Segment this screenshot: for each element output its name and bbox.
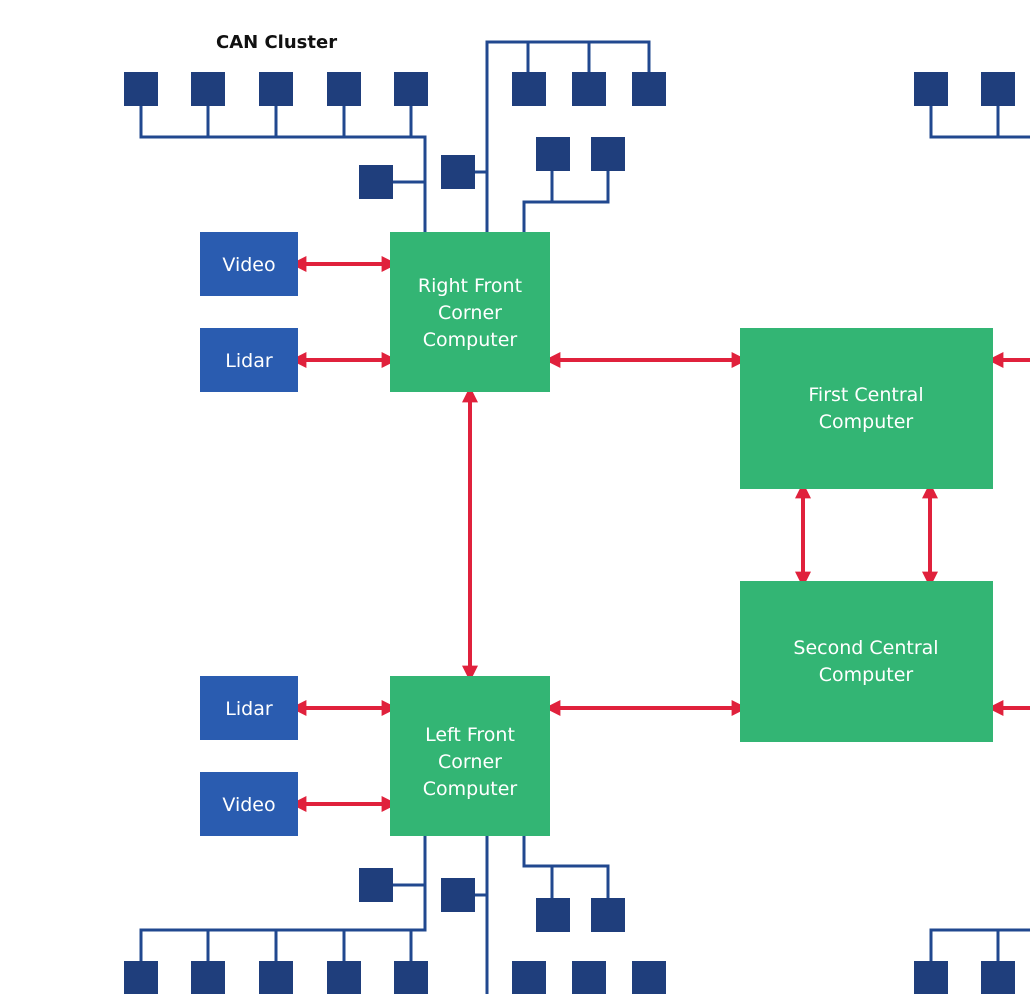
computer-label-line: Computer	[423, 778, 518, 800]
can-node	[124, 72, 158, 106]
computer-label-line: Computer	[423, 329, 518, 351]
can-node	[632, 72, 666, 106]
can-node	[327, 961, 361, 994]
can-node	[914, 961, 948, 994]
can-node	[512, 72, 546, 106]
can-node	[572, 961, 606, 994]
can-node	[981, 72, 1015, 106]
can-node	[394, 961, 428, 994]
can-cluster-label: CAN Cluster	[216, 32, 337, 53]
left-front-corner-computer: Left Front Corner Computer	[390, 676, 550, 836]
computer-label-line: First Central	[808, 384, 923, 406]
can-bus-top-middle	[441, 40, 666, 234]
sensor-lidar-bottom: Lidar	[200, 676, 298, 740]
can-node	[591, 137, 625, 171]
data-links	[290, 256, 1030, 812]
can-node	[394, 72, 428, 106]
computer-label-line: Computer	[819, 664, 914, 686]
can-node	[359, 868, 393, 902]
can-node	[914, 72, 948, 106]
computer-label-line: Right Front	[418, 275, 522, 297]
can-bus-top-left	[124, 72, 428, 234]
can-bus-top-right	[914, 72, 1030, 139]
sensor-label: Video	[222, 254, 275, 276]
can-node	[536, 898, 570, 932]
can-bus-top-inner	[522, 137, 625, 234]
sensor-label: Lidar	[225, 350, 273, 372]
computer-label-line: Computer	[819, 411, 914, 433]
computer-label-line: Corner	[438, 302, 502, 324]
can-node	[359, 165, 393, 199]
can-node	[632, 961, 666, 994]
can-node	[327, 72, 361, 106]
can-bus-bottom-middle	[441, 833, 666, 994]
sensor-label: Video	[222, 794, 275, 816]
second-central-computer: Second Central Computer	[740, 581, 993, 742]
can-node	[191, 961, 225, 994]
sensor-label: Lidar	[225, 698, 273, 720]
can-node	[124, 961, 158, 994]
can-node	[572, 72, 606, 106]
can-node	[259, 961, 293, 994]
can-node	[441, 878, 475, 912]
can-node	[981, 961, 1015, 994]
sensor-video-bottom: Video	[200, 772, 298, 836]
sensor-lidar-top: Lidar	[200, 328, 298, 392]
right-front-corner-computer: Right Front Corner Computer	[390, 232, 550, 392]
computer-label-line: Corner	[438, 751, 502, 773]
can-bus-bottom-right	[914, 928, 1030, 994]
can-node	[259, 72, 293, 106]
can-bus-bottom-inner	[522, 833, 625, 932]
sensor-video-top: Video	[200, 232, 298, 296]
can-node	[191, 72, 225, 106]
can-node	[512, 961, 546, 994]
can-bus-bottom-left	[124, 833, 428, 994]
can-node	[591, 898, 625, 932]
computer-label-line: Second Central	[793, 637, 938, 659]
first-central-computer: First Central Computer	[740, 328, 993, 489]
can-node	[441, 155, 475, 189]
can-node	[536, 137, 570, 171]
computer-label-line: Left Front	[425, 724, 515, 746]
